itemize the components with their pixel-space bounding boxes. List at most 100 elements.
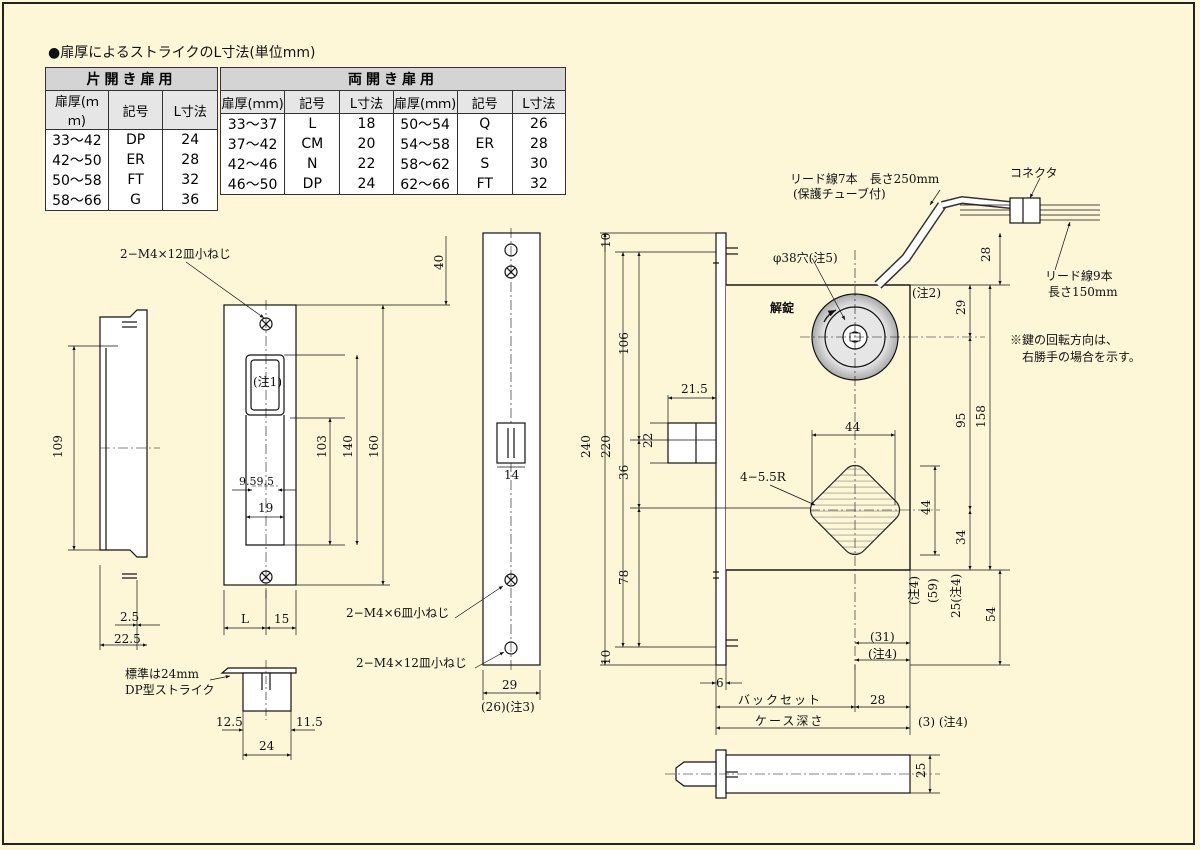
- dim-158: 158: [974, 405, 988, 428]
- key-note-2: 右勝手の場合を示す。: [1022, 349, 1141, 364]
- dim-9-5: 9.59.5: [239, 475, 274, 488]
- lead7-label: リード線7本 長さ250mm: [790, 171, 940, 186]
- standard-note-1: 標準は24mm: [125, 666, 200, 681]
- lock-faceplate-view: [454, 228, 541, 700]
- standard-note-2: DP型ストライク: [125, 683, 214, 697]
- table-cell: DP: [107, 129, 164, 150]
- col-code: 記号: [284, 90, 341, 114]
- radius-label: 4−5.5R: [740, 470, 787, 484]
- table-cell: 54〜58: [392, 134, 458, 154]
- dim-103: 103: [315, 435, 329, 458]
- dim-10-bottom: 10: [599, 650, 613, 665]
- table-cell: 33〜37: [219, 113, 286, 134]
- lock-bottom-view: [665, 749, 940, 799]
- table-cell: DP: [284, 174, 341, 195]
- dim-22: 22: [641, 433, 655, 448]
- table-cell: 28: [162, 150, 218, 170]
- table-cell: 50〜58: [45, 170, 109, 190]
- note1-label: (注1): [253, 374, 282, 389]
- col-l: L寸法: [339, 90, 394, 114]
- dim-160: 160: [367, 435, 381, 458]
- dim-220: 220: [599, 435, 613, 458]
- dim-106: 106: [617, 332, 631, 355]
- table-cell: 33〜42: [45, 129, 109, 150]
- table-cell: CM: [284, 134, 341, 154]
- table-cell: 58〜62: [392, 154, 458, 174]
- dim-54: 54: [984, 606, 998, 622]
- dim-3-note4: (3) (注4): [918, 714, 968, 729]
- table-cell: 24: [162, 129, 218, 150]
- dim-11-5: 11.5: [296, 715, 323, 729]
- dim-24: 24: [259, 739, 275, 753]
- dim-25-note4: 25(注4): [948, 574, 963, 618]
- col-thickness: 扉厚(ｍｍ): [219, 90, 286, 114]
- dim-59: (59): [926, 578, 940, 603]
- dim-19: 19: [258, 501, 273, 515]
- table-cell: 37〜42: [219, 134, 286, 154]
- dim-28-top: 28: [979, 247, 993, 262]
- dim-note4-vertical: (注4): [906, 576, 921, 605]
- col-thickness: 扉厚(ｍｍ): [392, 90, 458, 114]
- dim-21-5: 21.5: [681, 382, 708, 396]
- table-cell: 30: [511, 154, 567, 174]
- table-title: ●扉厚によるストライクのL寸法(単位mm): [48, 45, 316, 61]
- dim-44-vertical: 44: [919, 499, 933, 515]
- table-cell: G: [107, 190, 164, 211]
- table-cell: ER: [107, 150, 164, 170]
- dim-22-5: 22.5: [114, 632, 141, 646]
- lead9-label: リード線9本: [1045, 268, 1113, 283]
- col-thickness: 扉厚(ｍｍ): [45, 90, 109, 130]
- dim-29-cylinder: 29: [954, 300, 968, 315]
- table-cell: 32: [162, 170, 218, 190]
- screw-label-top: 2−M4×12皿小ねじ: [120, 247, 231, 261]
- dp-strike-view: [209, 660, 315, 760]
- screw-label-m6: 2−M4×6皿小ねじ: [346, 606, 449, 620]
- table-cell: 58〜66: [45, 190, 109, 211]
- dim-6: 6: [716, 676, 724, 690]
- dim-12-5: 12.5: [216, 715, 243, 729]
- table-cell: FT: [107, 170, 164, 190]
- table-cell: 42〜46: [219, 154, 286, 174]
- strike-side-view: [68, 309, 160, 650]
- dim-34: 34: [954, 529, 968, 545]
- dim-95: 95: [954, 413, 968, 428]
- dim-10-top: 10: [599, 233, 613, 248]
- dim-29: 29: [502, 678, 517, 692]
- dim-14: 14: [504, 468, 520, 482]
- table-cell: 36: [162, 190, 218, 211]
- connector-label: コネクタ: [1010, 166, 1058, 180]
- table-cell: N: [284, 154, 341, 174]
- dim-36: 36: [617, 465, 631, 480]
- col-l: L寸法: [162, 90, 218, 130]
- dim-44-horizontal: 44: [845, 420, 861, 434]
- key-note-1: ※鍵の回転方向は、: [1010, 332, 1118, 347]
- dim-109: 109: [51, 435, 65, 458]
- hole-label: φ38穴(注5): [773, 250, 838, 265]
- table-cell: 62〜66: [392, 174, 458, 195]
- table-cell: 26: [511, 113, 567, 134]
- dim-15: 15: [274, 612, 289, 626]
- table-cell: 18: [339, 113, 394, 134]
- dim-28-bottom: 28: [870, 693, 885, 707]
- table-cell: L: [284, 113, 341, 134]
- case-depth-label: ケース深さ: [755, 714, 824, 728]
- faceplate-sub-dim: (26)(注3): [481, 699, 535, 714]
- table-cell: 50〜54: [392, 113, 458, 134]
- dim-note4: (注4): [868, 646, 897, 661]
- lock-body-view: [600, 177, 1100, 735]
- lead7-sub-label: (保護チューブ付): [793, 186, 886, 201]
- dim-40: 40: [432, 255, 446, 270]
- single-door-header: 片開き扉用: [45, 67, 218, 91]
- unlock-label: 解錠: [770, 300, 794, 315]
- dim-l: L: [241, 612, 249, 626]
- screw-label-bottom: 2−M4×12皿小ねじ: [356, 656, 467, 670]
